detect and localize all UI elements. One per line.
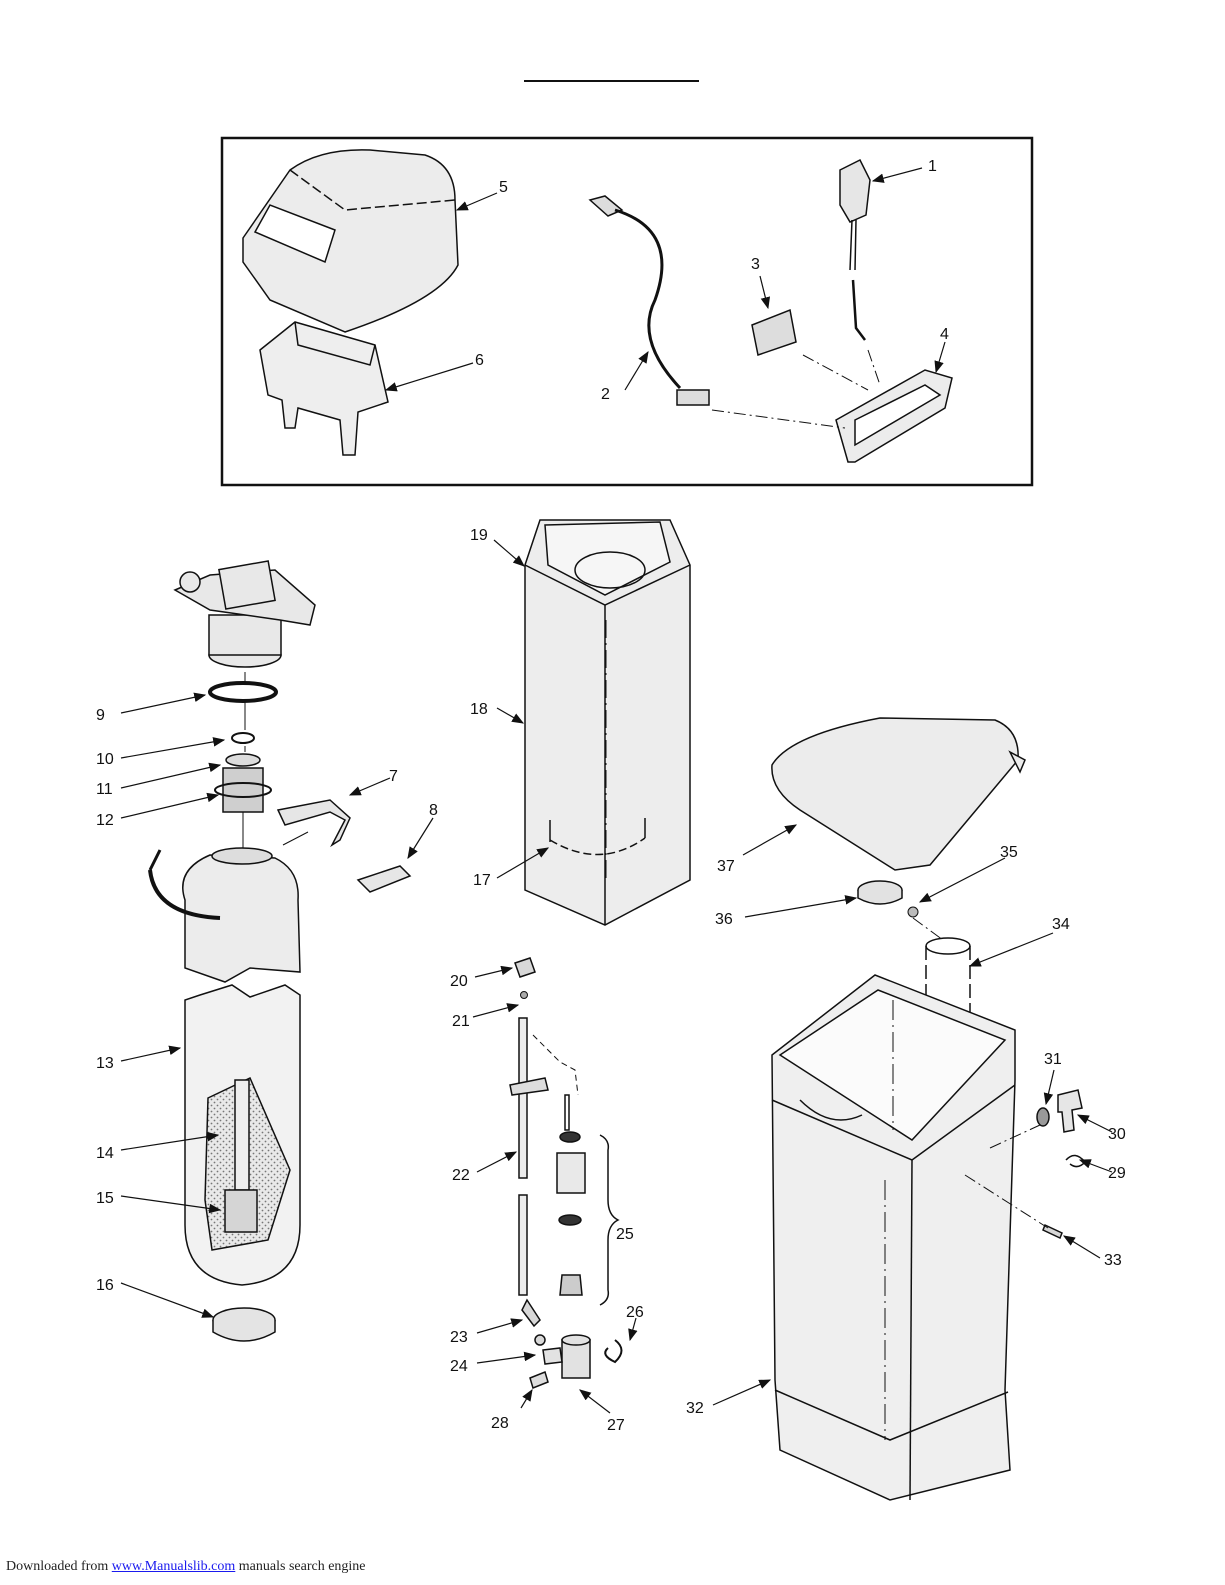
callout-4: 4 — [940, 326, 949, 343]
part-9-o-ring — [210, 683, 276, 701]
part-32-salt-tank — [772, 975, 1015, 1500]
callout-31: 31 — [1044, 1051, 1062, 1068]
callout-28: 28 — [491, 1415, 509, 1432]
callout-25: 25 — [616, 1226, 634, 1243]
part-2-wire-harness — [590, 196, 709, 405]
callout-36: 36 — [715, 911, 733, 928]
part-26-clip — [605, 1340, 621, 1362]
part-8-clip — [358, 866, 410, 892]
footer: Downloaded from www.Manualslib.com manua… — [6, 1559, 366, 1575]
callout-22: 22 — [452, 1167, 470, 1184]
part-28-clip — [530, 1372, 548, 1388]
callout-19: 19 — [470, 527, 488, 544]
callout-30: 30 — [1108, 1126, 1126, 1143]
part-6-bracket — [260, 322, 388, 455]
callout-3: 3 — [751, 256, 760, 273]
callout-27: 27 — [607, 1417, 625, 1434]
callout-13: 13 — [96, 1055, 114, 1072]
part-10-o-ring — [232, 733, 254, 743]
part-4-control-panel — [836, 370, 952, 462]
callout-21: 21 — [452, 1013, 470, 1030]
callout-24: 24 — [450, 1358, 468, 1375]
callout-37: 37 — [717, 858, 735, 875]
callout-35: 35 — [1000, 844, 1018, 861]
callout-18: 18 — [470, 701, 488, 718]
part-7-clamp — [278, 800, 350, 845]
part-3-circuit-card — [752, 310, 796, 355]
part-1-transformer — [840, 160, 870, 340]
part-21-ferrule — [521, 992, 528, 999]
part-37-lid — [772, 718, 1025, 870]
callout-5: 5 — [499, 179, 508, 196]
part-35-nut — [908, 907, 918, 917]
part-23-24-fittings — [522, 1300, 545, 1345]
part-5-cover — [243, 150, 458, 332]
part-31-grommet — [1037, 1108, 1049, 1126]
part-18-cabinet — [525, 520, 690, 925]
callout-11: 11 — [96, 781, 113, 798]
callout-33: 33 — [1104, 1252, 1122, 1269]
callout-14: 14 — [96, 1145, 114, 1162]
part-30-elbow — [1058, 1090, 1082, 1132]
callout-8: 8 — [429, 802, 438, 819]
part-20-nut — [515, 958, 535, 977]
callout-9: 9 — [96, 707, 105, 724]
footer-prefix: Downloaded from — [6, 1559, 108, 1574]
callout-15: 15 — [96, 1190, 114, 1207]
part-36-cap — [858, 881, 902, 904]
callout-10: 10 — [96, 751, 114, 768]
part-27-brine-valve — [543, 1335, 590, 1378]
part-22-brine-tube — [510, 1018, 548, 1295]
part-11-12-distributor-screen — [215, 754, 271, 812]
callout-16: 16 — [96, 1277, 114, 1294]
callout-7: 7 — [389, 768, 398, 785]
part-25-float-assembly — [557, 1095, 618, 1305]
footer-suffix: manuals search engine — [239, 1559, 366, 1574]
callout-12: 12 — [96, 812, 114, 829]
callout-1: 1 — [928, 158, 937, 175]
callout-6: 6 — [475, 352, 484, 369]
callout-23: 23 — [450, 1329, 468, 1346]
callout-29: 29 — [1108, 1165, 1126, 1182]
callout-17: 17 — [473, 872, 491, 889]
callout-2: 2 — [601, 386, 610, 403]
callout-20: 20 — [450, 973, 468, 990]
part-valve-assembly — [175, 561, 315, 667]
callout-32: 32 — [686, 1400, 704, 1417]
footer-link[interactable]: www.Manualslib.com — [112, 1559, 236, 1574]
callout-34: 34 — [1052, 916, 1070, 933]
part-16-base-cap — [213, 1308, 275, 1341]
callout-26: 26 — [626, 1304, 644, 1321]
